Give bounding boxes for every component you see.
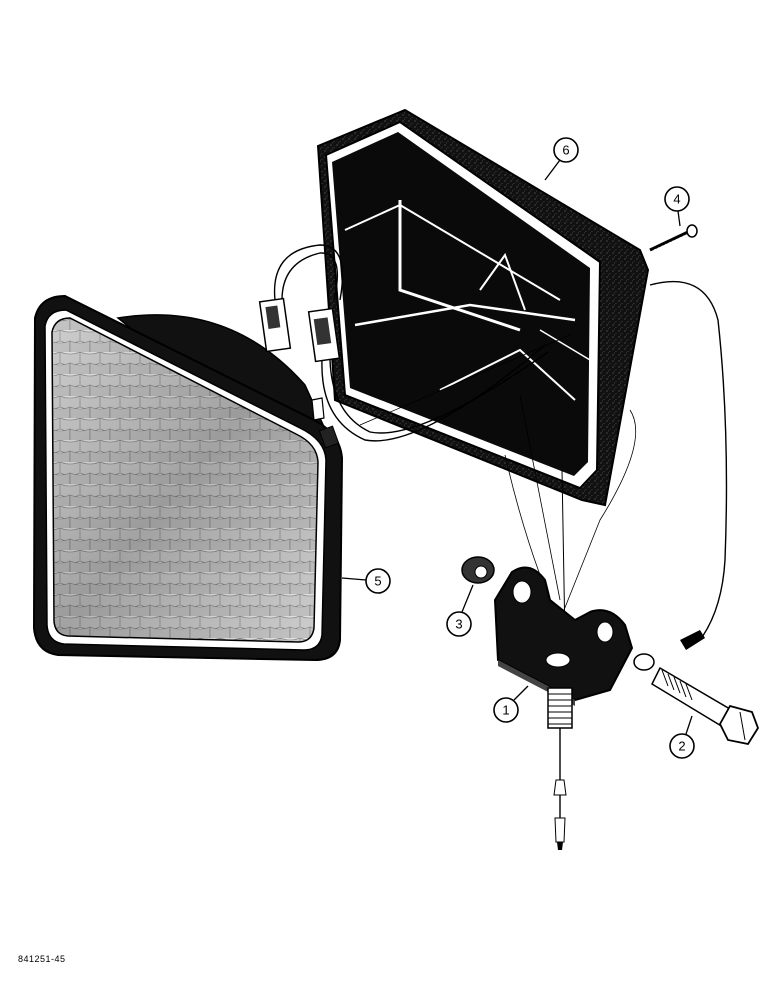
callout-3: 3 xyxy=(446,584,474,637)
figure-id: 841251-45 xyxy=(18,954,66,964)
lamp-housing xyxy=(316,108,650,507)
wiring-harness xyxy=(258,244,728,650)
callout-6-label: 6 xyxy=(562,143,569,158)
callout-1-label: 1 xyxy=(502,703,509,718)
nut xyxy=(461,556,495,584)
callout-2-label: 2 xyxy=(678,739,685,754)
pivot-bolt xyxy=(633,653,759,746)
callout-4: 4 xyxy=(664,186,690,227)
callout-5: 5 xyxy=(341,568,391,594)
callout-4-label: 4 xyxy=(673,192,680,207)
callout-5-label: 5 xyxy=(374,574,381,589)
callout-2: 2 xyxy=(669,715,695,759)
sealed-beam-lamp xyxy=(32,294,344,662)
mounting-screw xyxy=(649,224,698,252)
mounting-bracket xyxy=(493,566,634,850)
callout-1: 1 xyxy=(493,685,529,723)
callout-3-label: 3 xyxy=(455,617,462,632)
callout-6: 6 xyxy=(544,137,579,181)
